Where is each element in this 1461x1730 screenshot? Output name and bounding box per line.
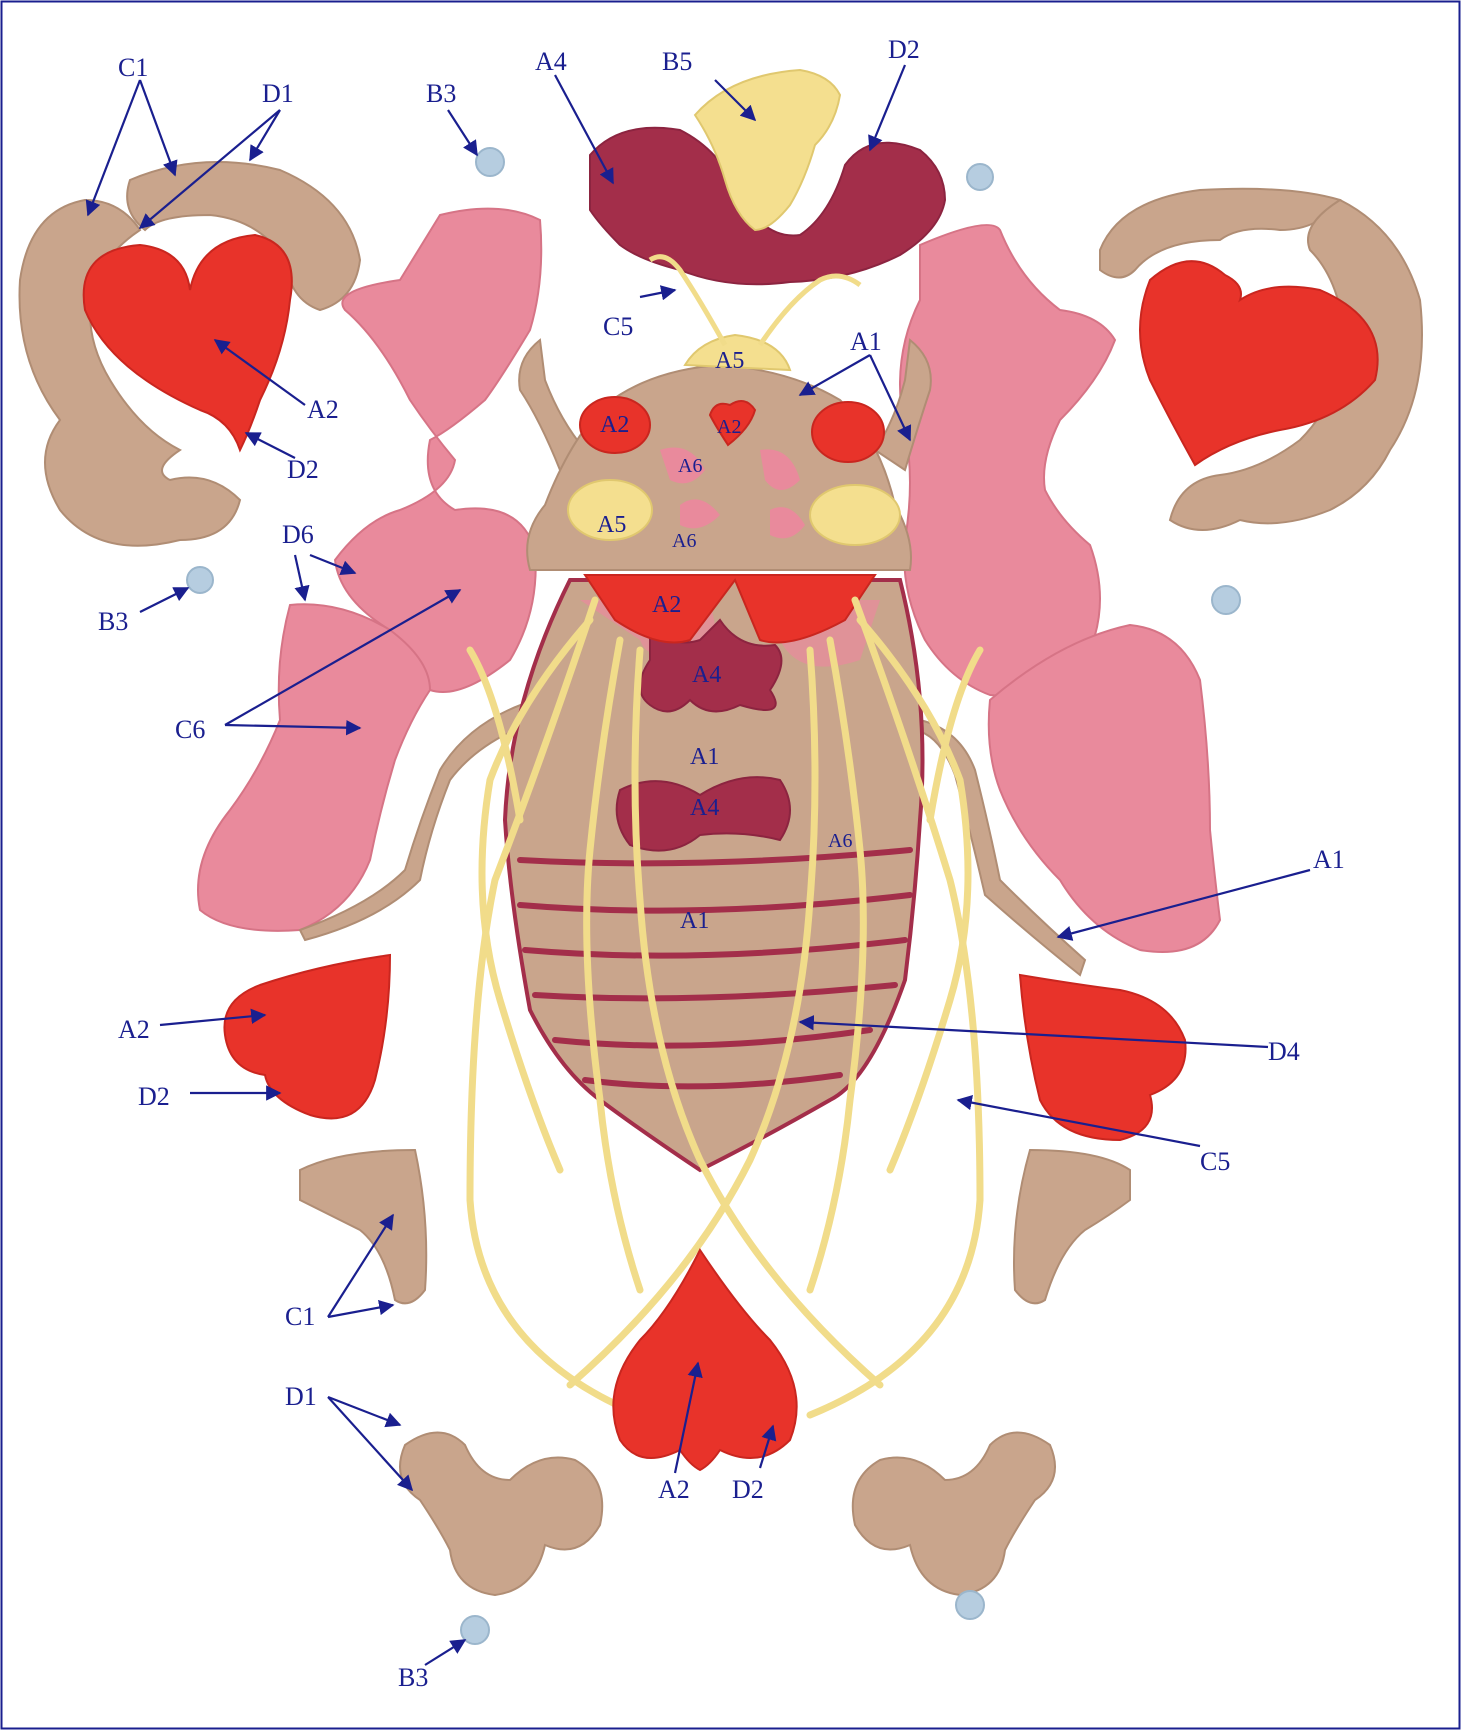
blue-dot-bottom-right bbox=[956, 1591, 984, 1619]
label-a4-top: A4 bbox=[535, 47, 567, 76]
label-d2-top: D2 bbox=[888, 35, 920, 64]
label-c5-antenna: C5 bbox=[603, 312, 633, 341]
top-center-cluster bbox=[590, 70, 945, 284]
arrow-b3-top bbox=[448, 110, 477, 155]
label-a2-bottom: A2 bbox=[658, 1475, 690, 1504]
label-a1-head: A1 bbox=[850, 327, 882, 356]
inner-a5-head: A5 bbox=[715, 348, 744, 374]
label-c1-top: C1 bbox=[118, 53, 148, 82]
label-a1-right: A1 bbox=[1313, 845, 1345, 874]
right-pink-upper bbox=[900, 225, 1115, 695]
label-d2-bottom: D2 bbox=[732, 1475, 764, 1504]
blue-dot-right bbox=[1212, 586, 1240, 614]
label-c1-bottom: C1 bbox=[285, 1302, 315, 1331]
label-d6: D6 bbox=[282, 520, 314, 549]
label-b3-left: B3 bbox=[98, 607, 128, 636]
inner-a6-head-2: A6 bbox=[672, 530, 696, 552]
right-cloud-piece bbox=[853, 1433, 1055, 1596]
inner-a5-head-left: A5 bbox=[597, 512, 626, 538]
arrow-c1-bottom-2 bbox=[328, 1305, 393, 1317]
inner-a4-body-1: A4 bbox=[692, 662, 721, 688]
antenna-right bbox=[760, 276, 860, 345]
inner-a6-head-1: A6 bbox=[678, 455, 702, 477]
label-d4: D4 bbox=[1268, 1037, 1300, 1066]
label-b3-bottom: B3 bbox=[398, 1663, 428, 1692]
label-b5: B5 bbox=[662, 47, 692, 76]
eye-right bbox=[812, 402, 884, 462]
right-top-arc-shape bbox=[1100, 189, 1340, 278]
label-d1-top: D1 bbox=[262, 79, 294, 108]
left-cloud-piece bbox=[400, 1433, 602, 1596]
arrow-d1-bottom-1 bbox=[328, 1397, 412, 1490]
arrow-d6-1 bbox=[295, 555, 305, 600]
inner-a1-body-2: A1 bbox=[680, 908, 709, 934]
arrow-b3-bottom bbox=[425, 1640, 465, 1665]
blue-dot-top-left bbox=[476, 148, 504, 176]
head-yellow-right bbox=[810, 485, 900, 545]
label-d2-heart-tl: D2 bbox=[287, 455, 319, 484]
inner-a4-body-2: A4 bbox=[690, 795, 719, 821]
blue-dot-left bbox=[187, 567, 213, 593]
label-d2-left: D2 bbox=[138, 1082, 170, 1111]
arrow-b3-left bbox=[140, 588, 188, 612]
inner-a2-head-center: A2 bbox=[717, 416, 741, 438]
blue-dot-bottom-left bbox=[461, 1616, 489, 1644]
arrow-d1-bottom-2 bbox=[328, 1397, 400, 1425]
arrow-d2-top bbox=[870, 65, 905, 150]
right-triangle-piece bbox=[1014, 1150, 1130, 1303]
inner-a2-thorax: A2 bbox=[652, 592, 681, 618]
inner-a6-body: A6 bbox=[828, 830, 852, 852]
arrow-a4 bbox=[555, 75, 613, 183]
left-triangle-piece bbox=[300, 1150, 426, 1303]
arrow-c1-2 bbox=[140, 80, 175, 175]
label-a2-left: A2 bbox=[118, 1015, 150, 1044]
arrow-c5-antenna bbox=[640, 290, 675, 297]
label-c6: C6 bbox=[175, 715, 205, 744]
arrow-d1-2 bbox=[250, 110, 280, 160]
arrow-a1-head-1 bbox=[800, 355, 870, 395]
inner-a1-body-1: A1 bbox=[690, 744, 719, 770]
label-a2-heart-tl: A2 bbox=[307, 395, 339, 424]
blue-dot-top-right bbox=[967, 164, 993, 190]
heart-right bbox=[1020, 975, 1186, 1140]
label-d1-bottom: D1 bbox=[285, 1382, 317, 1411]
label-c5-right: C5 bbox=[1200, 1147, 1230, 1176]
label-b3-top: B3 bbox=[426, 79, 456, 108]
inner-a2-eye-left: A2 bbox=[600, 412, 629, 438]
